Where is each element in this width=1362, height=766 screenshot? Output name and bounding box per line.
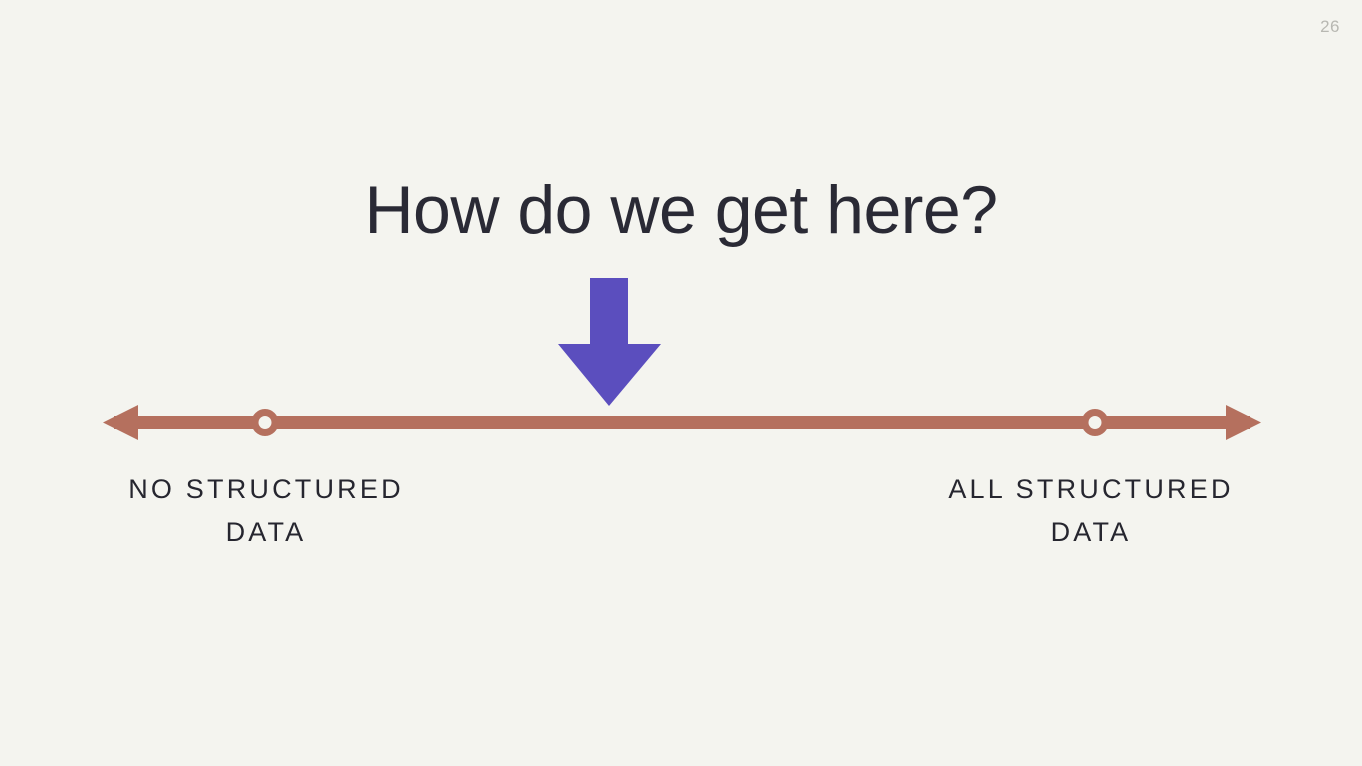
axis-label-right: ALL STRUCTURED DATA <box>948 474 1234 547</box>
axis-marker-right <box>1081 409 1109 436</box>
axis-marker-left-center <box>258 416 272 429</box>
down-arrow-icon <box>558 278 661 406</box>
axis-line <box>114 416 1250 429</box>
axis-arrowhead-right <box>1226 405 1261 440</box>
axis-marker-left <box>251 409 279 436</box>
axis-marker-right-center <box>1088 416 1102 429</box>
page-number: 26 <box>1320 17 1340 36</box>
axis-arrowhead-left <box>103 405 138 440</box>
page-title: How do we get here? <box>364 172 998 248</box>
axis-label-left: NO STRUCTURED DATA <box>128 474 404 547</box>
spectrum-axis <box>103 405 1261 440</box>
